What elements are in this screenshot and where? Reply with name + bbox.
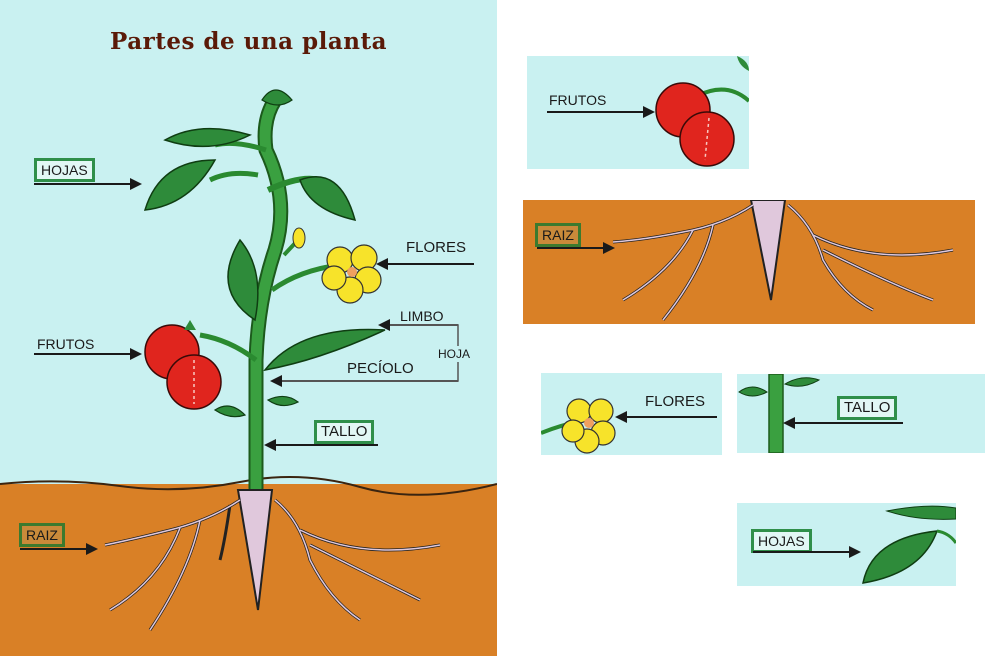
arrow-right-icon [20, 543, 98, 555]
label-peciolo: PECÍOLO [347, 360, 414, 377]
cutout-card-raiz[interactable]: RAIZ [523, 200, 975, 324]
label-raiz: RAIZ [19, 523, 65, 547]
cutout-label-frutos: FRUTOS [549, 92, 607, 108]
arrow-right-icon [34, 178, 142, 190]
arrow-left-icon [378, 319, 458, 331]
cutout-card-flores[interactable]: FLORES [541, 373, 722, 455]
roots-illustration [612, 200, 954, 321]
plant-diagram: Partes de una planta [0, 0, 497, 656]
plant-illustration [0, 89, 497, 631]
arrow-left-icon [270, 375, 458, 387]
label-hojas: HOJAS [34, 158, 95, 182]
cutout-label-flores: FLORES [645, 393, 706, 410]
diagram-title: Partes de una planta [110, 28, 387, 55]
cutout-label-hojas: HOJAS [751, 529, 812, 553]
label-frutos: FRUTOS [37, 336, 95, 352]
label-hoja: HOJA [438, 346, 471, 362]
cutout-label-tallo: TALLO [837, 396, 898, 420]
arrow-left-icon [264, 439, 378, 451]
arrow-right-icon [547, 106, 655, 118]
tomato-illustration [655, 56, 749, 167]
cutout-card-tallo[interactable]: TALLO [737, 374, 985, 453]
cutout-label-raiz: RAIZ [535, 223, 581, 247]
arrow-left-icon [615, 411, 717, 423]
label-flores: FLORES [406, 239, 467, 256]
arrow-right-icon [34, 348, 142, 360]
stem-illustration [738, 374, 821, 453]
label-tallo: TALLO [314, 420, 375, 444]
cutout-card-frutos[interactable]: FRUTOS [527, 56, 749, 169]
cutout-card-hojas[interactable]: HOJAS [737, 503, 956, 586]
leaf-illustration [862, 505, 956, 584]
arrow-right-icon [537, 242, 615, 254]
flower-illustration [541, 398, 616, 454]
label-limbo: LIMBO [400, 308, 444, 324]
arrow-right-icon [753, 546, 861, 558]
arrow-left-icon [783, 417, 903, 429]
arrow-left-icon [376, 258, 474, 270]
